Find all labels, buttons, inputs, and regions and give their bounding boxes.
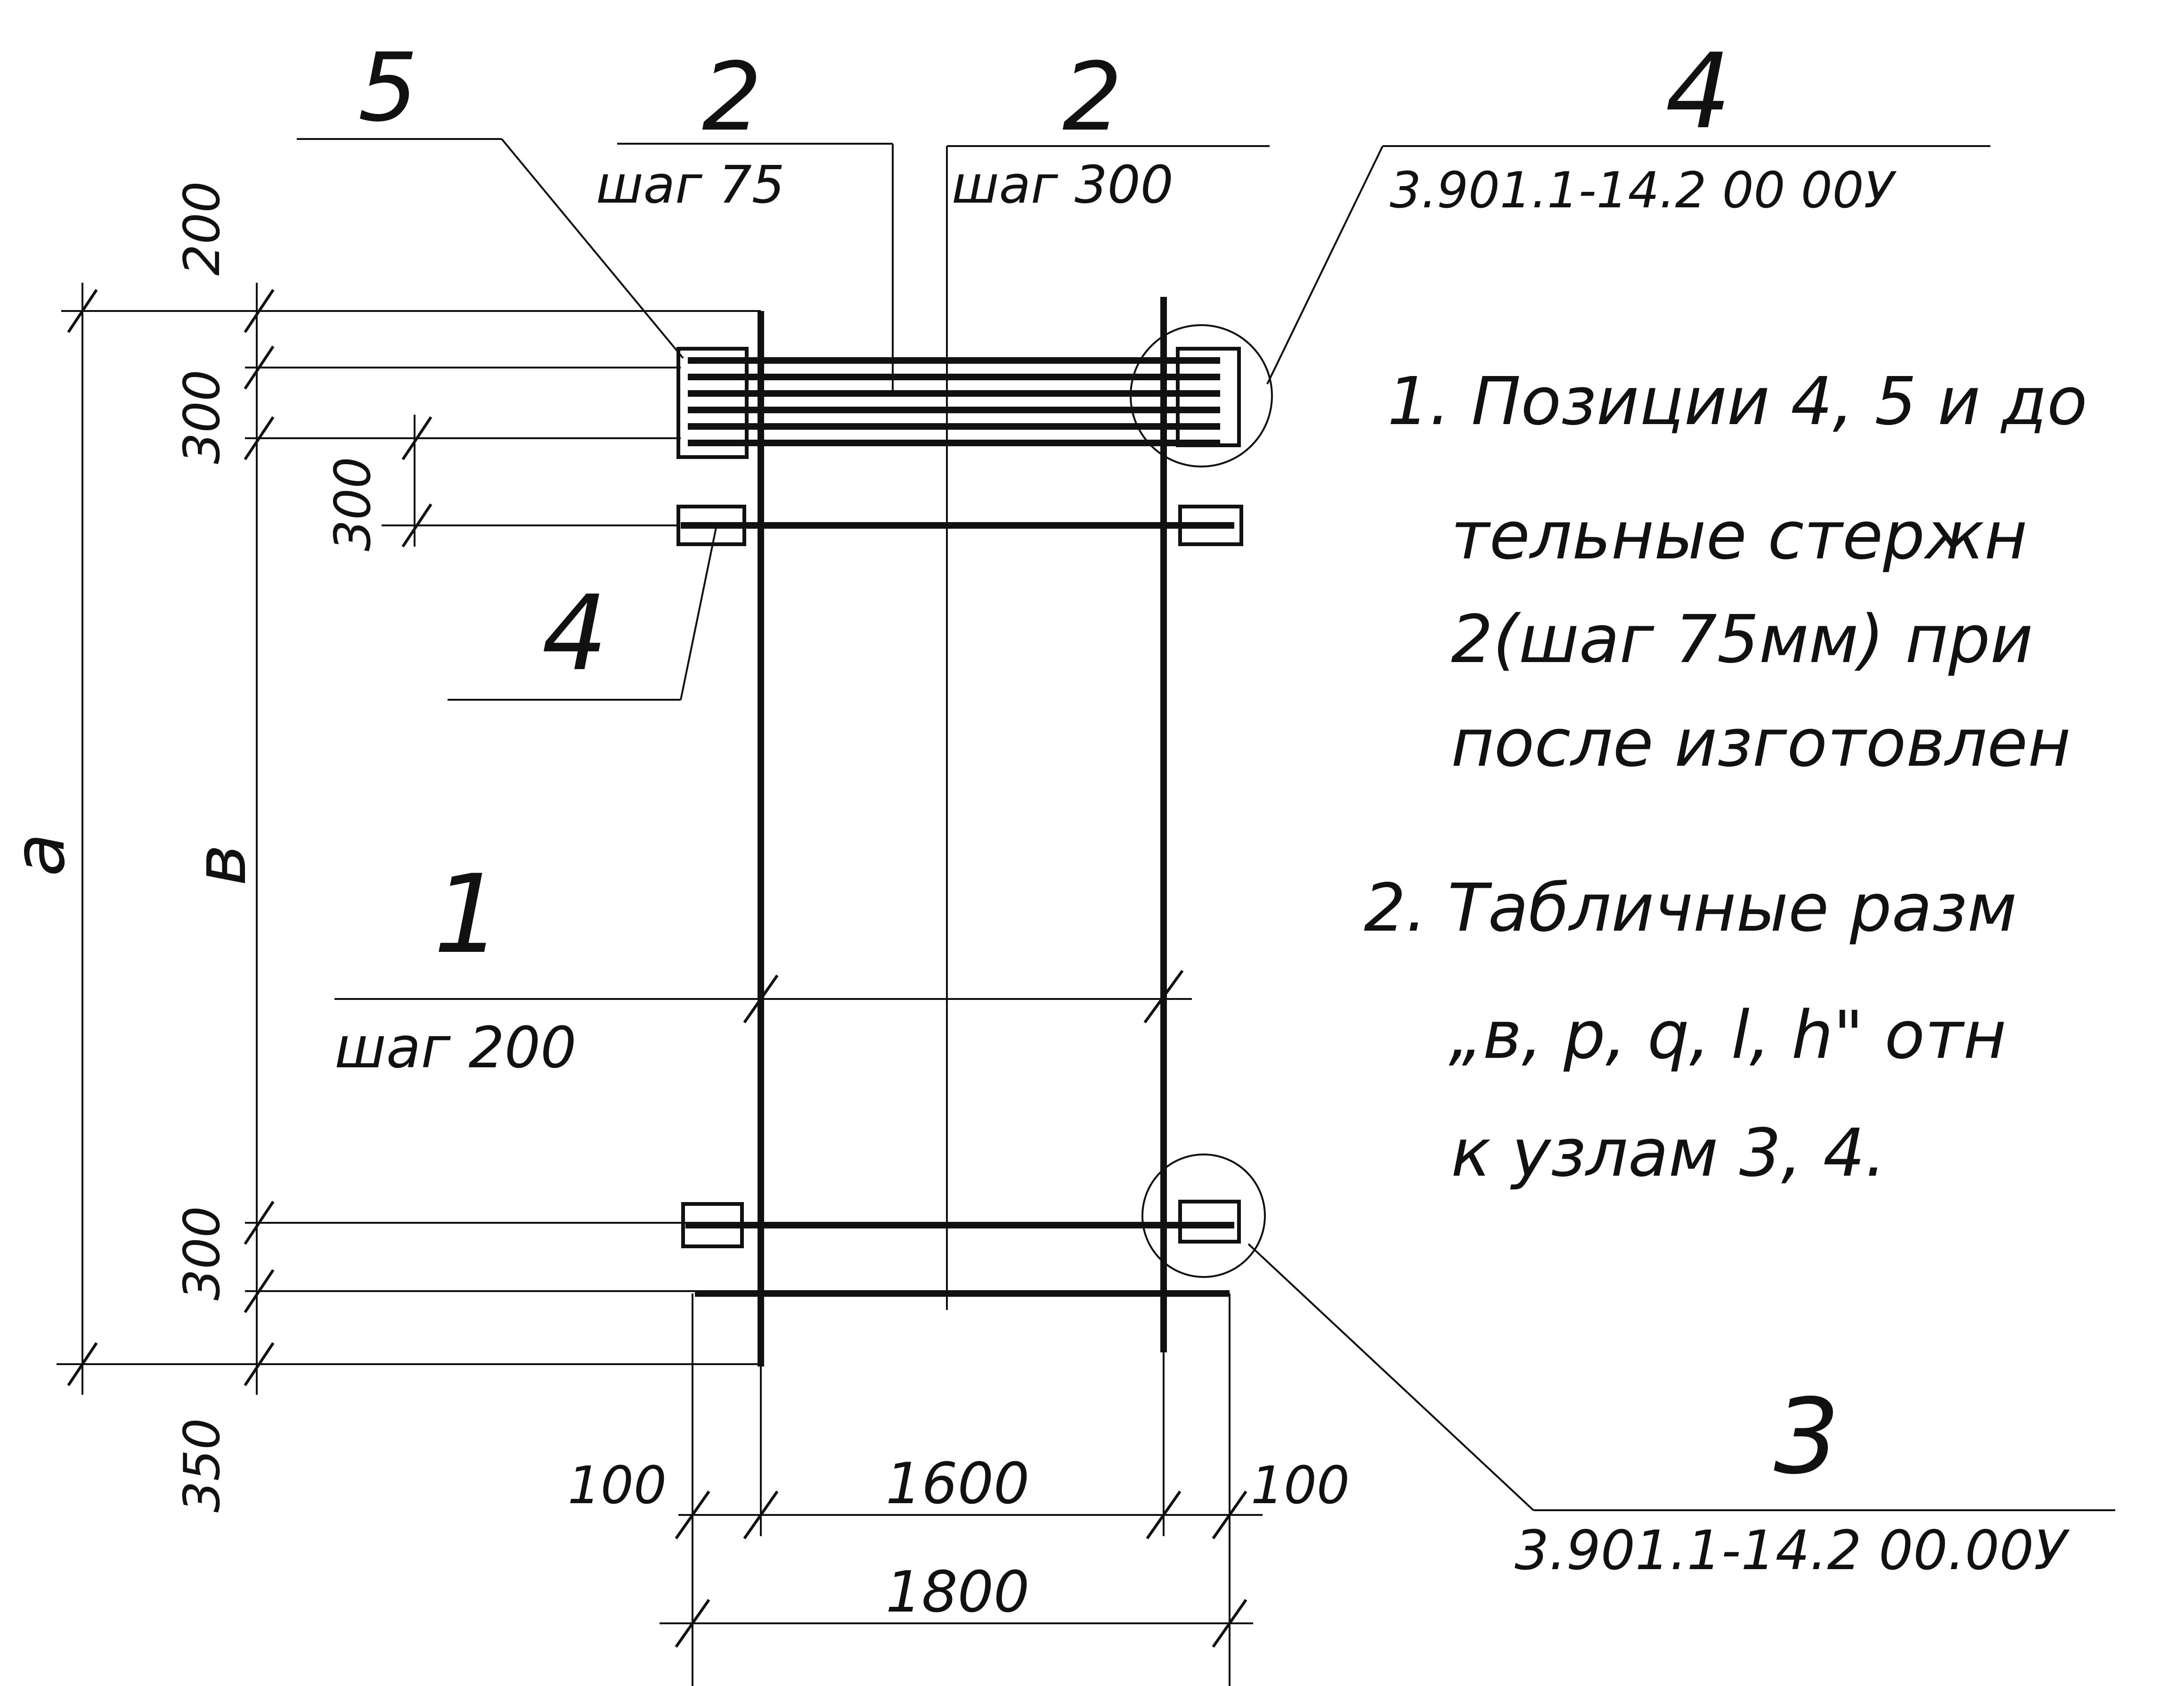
plate-top-right: [1176, 347, 1241, 447]
callout-2-left-number: 2: [702, 42, 762, 152]
callout-2-left-step: шаг 75: [596, 155, 785, 215]
callout-4-left-number: 4: [542, 573, 608, 694]
dim-label-1800: 1800: [886, 1560, 1029, 1625]
callout-3-number: 3: [1774, 1376, 1840, 1497]
horizontal-dimensions: [660, 1293, 1263, 1686]
dim-label-1600: 1600: [886, 1451, 1029, 1517]
leader-5: [501, 138, 684, 359]
note-line-7: к узлам 3, 4.: [1451, 1115, 1886, 1192]
dimension-labels: 200 300 300 300 350 а в 100 1600 100 180…: [0, 181, 1350, 1625]
node-4-circle: [1130, 324, 1273, 467]
plate-top-left: [676, 347, 749, 459]
step-200-tick-right: [1143, 970, 1184, 1023]
callout-1-step: шаг 200: [334, 1015, 577, 1081]
cage-frame: [334, 146, 1273, 1367]
plate-mid-right: [1178, 505, 1243, 546]
dim-label-b: в: [180, 844, 262, 886]
note-line-4: после изготовлен: [1451, 705, 2071, 782]
dim-a-tick-bottom: [67, 1342, 98, 1386]
dim-label-350: 350: [173, 1418, 231, 1513]
note-line-5: 2. Табличные разм: [1364, 870, 2017, 947]
callout-5-number: 5: [358, 33, 418, 143]
dim-label-100-right: 100: [1251, 1455, 1350, 1515]
note-line-3: 2(шаг 75мм) при: [1451, 601, 2033, 678]
callout-1-number: 1: [433, 852, 502, 978]
dim-b-tick-6: [244, 1342, 275, 1386]
dim-b-tick-1: [244, 289, 275, 333]
note-line-1: 1. Позиции 4, 5 и до: [1387, 363, 2087, 440]
dim-h-tick-4: [1212, 1490, 1247, 1539]
dim-h-tick-5: [675, 1599, 710, 1648]
dim-h-tick-1: [675, 1490, 710, 1539]
dim-b-tick-2: [244, 345, 275, 390]
node-3-circle: [1141, 1154, 1266, 1278]
dim-b-tick-5: [244, 1269, 275, 1313]
plate-bottom-right: [1178, 1200, 1241, 1244]
step-200-tick-left: [743, 974, 779, 1023]
dim-h-tick-6: [1212, 1599, 1247, 1648]
dim-label-a: а: [0, 833, 81, 876]
leader-lines: [297, 138, 2115, 1511]
dim-b-tick-4: [244, 1201, 275, 1245]
callout-2-right-number: 2: [1062, 42, 1122, 152]
dim-label-300-b: 300: [324, 457, 382, 551]
leader-4-top: [1266, 146, 1384, 385]
leader-3: [1247, 1243, 1534, 1511]
callout-4-top-number: 4: [1665, 31, 1731, 152]
note-line-2: тельные стержн: [1451, 498, 2028, 574]
note-line-6: „в, р, q, l, h" отн: [1449, 997, 2006, 1074]
callout-4-top-ref: 3.901.1-14.2 00 00У: [1390, 162, 1897, 219]
dim-label-300-c: 300: [173, 1206, 231, 1301]
callout-labels: 5 2 шаг 75 2 шаг 300 4 3.901.1-14.2 00 0…: [334, 31, 2070, 1582]
dim-h-tick-2: [743, 1490, 779, 1539]
dim-300-short-tick-top: [401, 416, 432, 460]
callout-2-right-step: шаг 300: [952, 155, 1173, 215]
dim-label-100-left: 100: [568, 1455, 667, 1515]
dim-h-tick-3: [1146, 1490, 1182, 1539]
leader-4-left: [680, 527, 717, 700]
notes-block: 1. Позиции 4, 5 и до тельные стержн 2(ша…: [1364, 363, 2087, 1192]
vertical-dimensions: [57, 283, 761, 1395]
dim-a-tick-top: [67, 289, 98, 333]
callout-3-ref: 3.901.1-14.2 00.00У: [1515, 1519, 2070, 1582]
dim-b-tick-3: [244, 416, 275, 460]
dim-label-200: 200: [173, 181, 231, 276]
dim-label-300-a: 300: [173, 370, 231, 464]
plate-bottom-left: [681, 1202, 744, 1248]
